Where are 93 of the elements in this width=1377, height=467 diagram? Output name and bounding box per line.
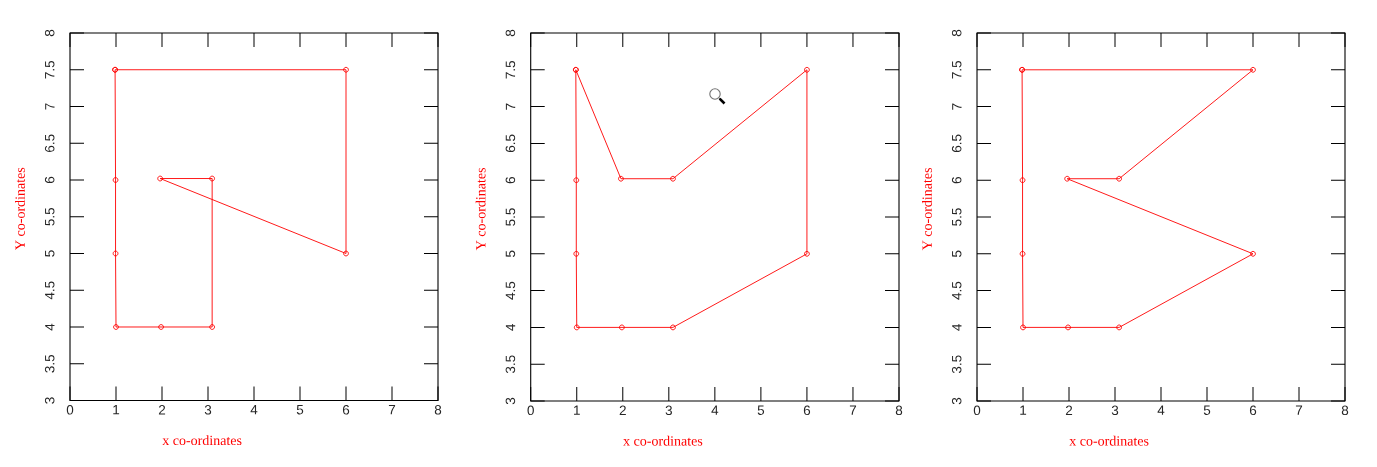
x-tick-label: 3 bbox=[1111, 405, 1119, 416]
point bbox=[343, 66, 349, 73]
x-tick-label: 7 bbox=[1295, 405, 1303, 415]
x-tick-label: 1 bbox=[574, 405, 580, 415]
y-tick-label: 3.5 bbox=[44, 354, 55, 373]
point bbox=[1250, 66, 1256, 73]
y-tick-label: 6.5 bbox=[505, 134, 516, 153]
x-tick-label: 7 bbox=[388, 405, 396, 415]
y-tick-label: 7.5 bbox=[952, 60, 962, 79]
point bbox=[573, 324, 580, 331]
point bbox=[1019, 177, 1026, 184]
x-axis-title: x co-ordinates bbox=[162, 435, 242, 446]
x-tick-label: 4 bbox=[1157, 405, 1165, 415]
point bbox=[113, 324, 119, 330]
x-tick-label: 7 bbox=[849, 405, 857, 415]
point bbox=[1116, 324, 1122, 331]
point bbox=[670, 175, 676, 182]
x-tick-label: 1 bbox=[113, 405, 120, 415]
x-tick-label: 6 bbox=[1249, 405, 1257, 416]
y-tick-label: 8 bbox=[44, 29, 55, 37]
point bbox=[112, 250, 119, 257]
y-axis-title: Y co-ordinates bbox=[922, 168, 932, 251]
y-tick-label: 3 bbox=[951, 397, 962, 405]
y-tick-label: 3.5 bbox=[505, 355, 516, 374]
x-tick-label: 5 bbox=[757, 405, 765, 415]
y-tick-label: 4 bbox=[505, 324, 516, 331]
x-axis-title: x co-ordinates bbox=[623, 435, 703, 446]
y-tick-label: 6.5 bbox=[951, 134, 962, 153]
x-tick-label: 2 bbox=[619, 405, 626, 415]
x-tick-label: 5 bbox=[1203, 405, 1211, 415]
x-tick-label: 3 bbox=[204, 405, 212, 415]
y-tick-label: 5 bbox=[505, 250, 516, 258]
x-tick-label: 0 bbox=[973, 405, 981, 416]
x-tick-label: 6 bbox=[803, 405, 811, 416]
y-tick-label: 6 bbox=[44, 176, 55, 184]
y-axis-title: Y co-ordinates bbox=[15, 167, 25, 250]
y-tick-label: 8 bbox=[505, 29, 516, 37]
y-tick-label: 7.5 bbox=[45, 60, 55, 79]
point bbox=[573, 177, 580, 184]
point bbox=[618, 175, 624, 182]
x-tick-label: 8 bbox=[1341, 405, 1349, 416]
point bbox=[158, 324, 164, 330]
x-tick-label: 3 bbox=[665, 405, 672, 416]
y-axis-title: Y co-ordinates bbox=[475, 168, 486, 251]
x-tick-label: 6 bbox=[342, 405, 350, 415]
y-tick-label: 5 bbox=[45, 250, 55, 257]
y-tick-label: 3 bbox=[505, 397, 516, 405]
y-tick-label: 4 bbox=[45, 323, 55, 331]
point bbox=[1019, 250, 1026, 257]
x-tick-label: 0 bbox=[66, 405, 74, 415]
point bbox=[670, 324, 676, 331]
x-tick-label: 8 bbox=[434, 405, 442, 415]
x-tick-label: 0 bbox=[527, 405, 534, 416]
point bbox=[112, 177, 119, 183]
x-tick-label: 4 bbox=[250, 405, 258, 415]
y-tick-label: 3.5 bbox=[951, 355, 962, 374]
x-tick-label: 4 bbox=[711, 405, 719, 415]
y-tick-label: 4.5 bbox=[952, 281, 962, 300]
y-tick-label: 4.5 bbox=[505, 281, 516, 300]
y-tick-label: 7 bbox=[952, 103, 962, 110]
point bbox=[209, 324, 215, 330]
y-tick-label: 5.5 bbox=[45, 207, 55, 226]
x-tick-label: 2 bbox=[158, 405, 166, 415]
y-tick-label: 5.5 bbox=[505, 208, 516, 226]
point bbox=[573, 250, 580, 257]
y-tick-label: 6 bbox=[505, 177, 516, 184]
point bbox=[1020, 324, 1026, 331]
x-tick-label: 5 bbox=[296, 405, 304, 415]
x-axis-title: x co-ordinates bbox=[1069, 435, 1149, 446]
y-tick-label: 4 bbox=[952, 324, 962, 331]
y-tick-label: 6.5 bbox=[44, 134, 55, 152]
point bbox=[157, 175, 164, 182]
point bbox=[1065, 324, 1071, 331]
point bbox=[1250, 250, 1256, 257]
x-tick-label: 8 bbox=[895, 405, 903, 416]
y-tick-label: 7.5 bbox=[505, 60, 516, 79]
x-tick-label: 2 bbox=[1065, 405, 1073, 415]
y-tick-label: 8 bbox=[951, 29, 962, 37]
x-tick-label: 1 bbox=[1020, 405, 1027, 415]
y-tick-label: 6 bbox=[951, 177, 962, 184]
point bbox=[1064, 175, 1071, 182]
point bbox=[1116, 175, 1122, 182]
y-tick-label: 7 bbox=[45, 103, 55, 110]
point bbox=[209, 175, 215, 182]
point bbox=[804, 250, 810, 257]
y-tick-label: 4.5 bbox=[45, 281, 55, 300]
y-tick-label: 7 bbox=[505, 103, 516, 110]
y-tick-label: 5 bbox=[952, 250, 962, 258]
y-tick-label: 5.5 bbox=[952, 208, 962, 226]
point bbox=[619, 324, 625, 331]
y-tick-label: 3 bbox=[44, 397, 55, 404]
point bbox=[804, 66, 810, 73]
point bbox=[343, 250, 349, 257]
